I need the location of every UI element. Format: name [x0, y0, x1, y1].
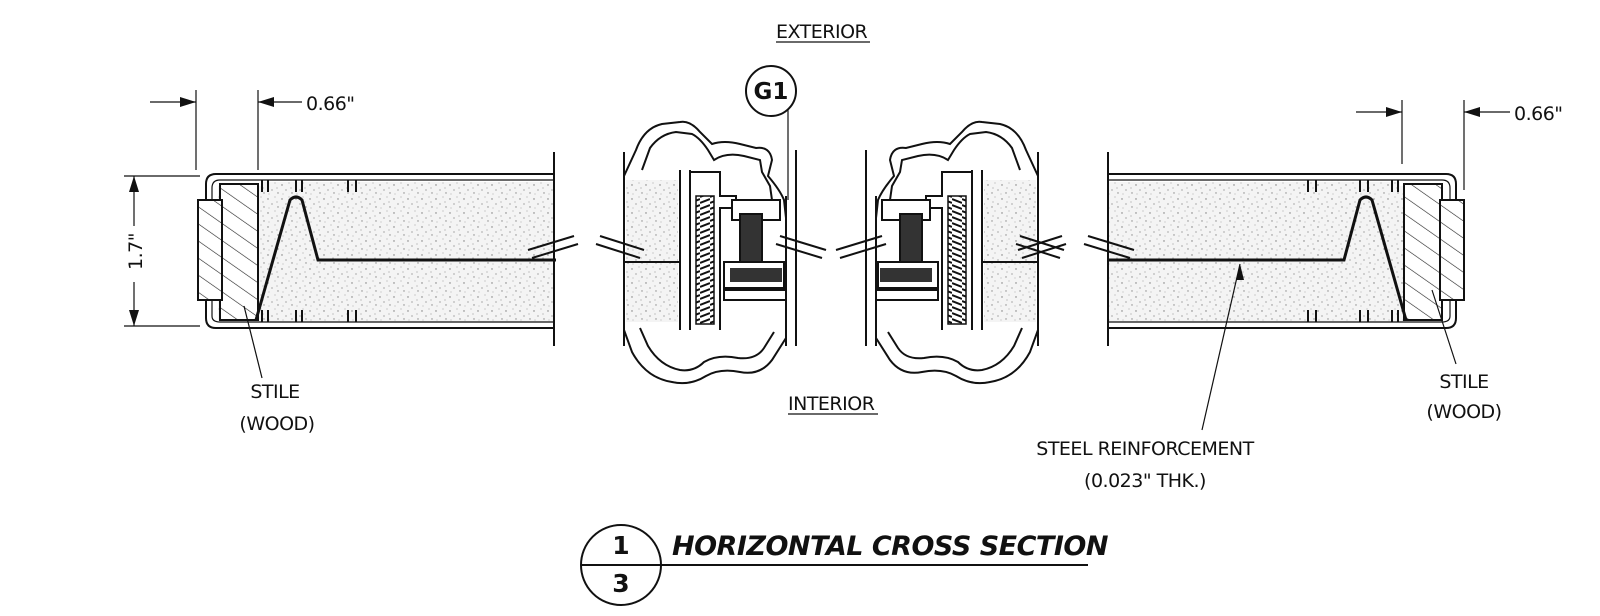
stile-left-line1: STILE [250, 381, 299, 403]
g1-tag-circle [745, 65, 797, 117]
left-door-panel [197, 152, 579, 346]
dim-height-label: 1.7" [125, 233, 147, 270]
detail-title-block [580, 524, 1088, 606]
detail-number: 1 [612, 531, 629, 560]
exterior-label: EXTERIOR [776, 21, 868, 43]
dimension-right-stile [1356, 100, 1510, 190]
g1-tag-label: G1 [754, 79, 789, 105]
steel-line2: (0.023" THK.) [1084, 470, 1206, 492]
right-door-panel [1015, 152, 1465, 346]
stile-right-leader [1431, 289, 1457, 365]
dim-left-label: 0.66" [306, 93, 355, 115]
dimension-left-stile [150, 90, 302, 170]
detail-title: HORIZONTAL CROSS SECTION [672, 531, 1109, 562]
dim-right-label: 0.66" [1514, 103, 1563, 125]
stile-left-leader [243, 305, 263, 379]
stile-left-line2: (WOOD) [239, 413, 314, 435]
dimension-height [124, 175, 200, 327]
stile-right-line2: (WOOD) [1426, 401, 1501, 423]
left-glazing-frame [595, 120, 827, 385]
steel-leader [1201, 263, 1241, 431]
steel-line1: STEEL REINFORCEMENT [1036, 438, 1254, 460]
right-glazing-frame [835, 120, 1067, 385]
stile-right-line1: STILE [1439, 371, 1488, 393]
interior-label: INTERIOR [788, 393, 875, 415]
sheet-number: 3 [612, 569, 629, 598]
